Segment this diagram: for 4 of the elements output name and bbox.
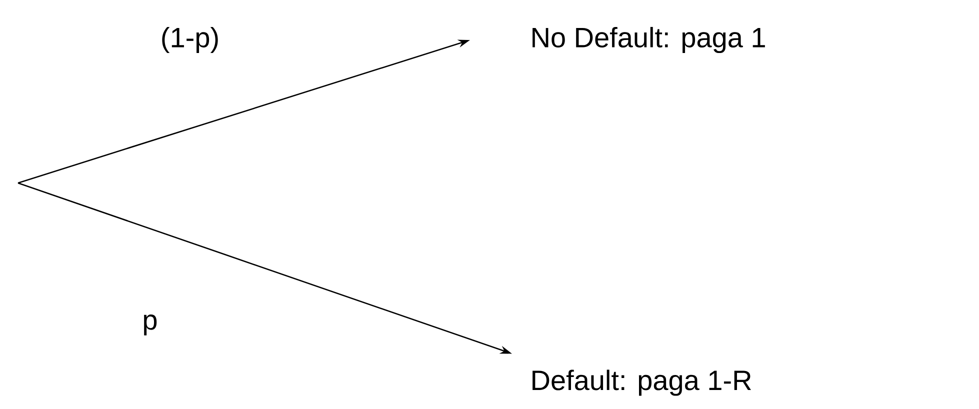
outcome-text: Default: paga 1-R bbox=[532, 370, 751, 396]
outcome-text: No Default: paga 1 bbox=[532, 26, 765, 54]
probability-label: (1-p) bbox=[162, 26, 218, 54]
probability-label: p bbox=[144, 314, 157, 336]
